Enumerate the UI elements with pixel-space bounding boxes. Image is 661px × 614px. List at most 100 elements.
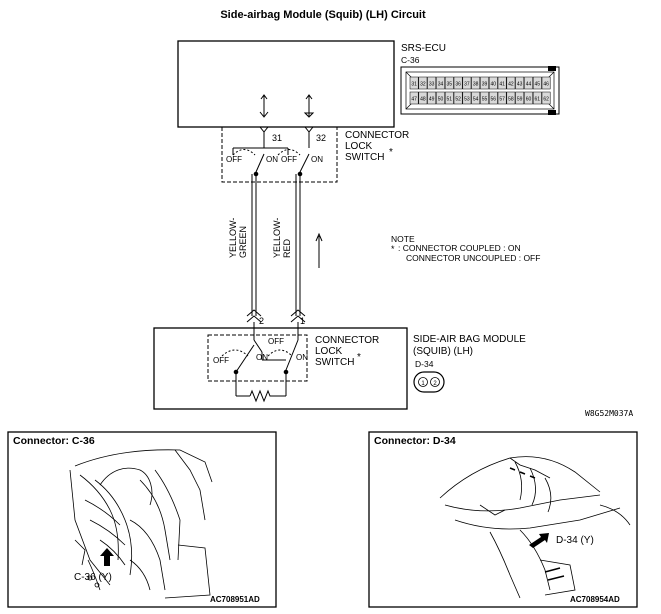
- connector-c36-panel: [7, 431, 277, 608]
- svg-text:YELLOW-: YELLOW-: [228, 218, 238, 258]
- connector-d34-title: Connector: D-34: [374, 435, 456, 447]
- ecu-pin-cell: [471, 91, 481, 105]
- ecu-pin-number: 55: [482, 97, 488, 103]
- ecu-pin-cell: [436, 76, 445, 90]
- wire-color-right: YELLOW- RED: [272, 218, 292, 258]
- ecu-pin-number: 49: [429, 97, 435, 103]
- lower-on-left: ON: [256, 353, 268, 362]
- svg-text:SIDE-AIR BAG MODULE: SIDE-AIR BAG MODULE: [413, 334, 526, 345]
- ecu-pin-number: 37: [464, 82, 470, 88]
- ecu-pin-number: 57: [499, 97, 505, 103]
- ecu-pin-cell: [462, 76, 472, 90]
- upper-switch-box: [221, 126, 338, 183]
- svg-text:NOTE: NOTE: [391, 234, 415, 244]
- ecu-pin-cell: [524, 76, 533, 90]
- c36-arrow-icon: [100, 548, 114, 566]
- ecu-pin-number: 33: [429, 82, 435, 88]
- ecu-pin-number: 60: [526, 97, 532, 103]
- ecu-pin-cell: [427, 91, 437, 105]
- ecu-pin-cell: [453, 76, 463, 90]
- module-connector-face: 1 2: [413, 371, 445, 393]
- d34-figure-code: AC708954AD: [570, 595, 620, 604]
- srs-ecu-label: SRS-ECU: [401, 43, 446, 54]
- svg-text:LOCK: LOCK: [345, 141, 373, 152]
- svg-text:LOCK: LOCK: [315, 346, 343, 357]
- ecu-pin-number: 46: [543, 82, 549, 88]
- ecu-pin-number: 41: [499, 82, 505, 88]
- note-block: NOTE * : CONNECTOR COUPLED : ON CONNECTO…: [391, 234, 540, 263]
- d34-callout: D-34 (Y): [556, 535, 594, 546]
- ecu-pin-number: 59: [517, 97, 523, 103]
- ecu-pin-cell: [515, 76, 525, 90]
- svg-text:2: 2: [433, 381, 437, 387]
- ecu-pin-number: 43: [517, 82, 523, 88]
- ecu-pin-cell: [409, 91, 419, 105]
- ecu-pin-cell: [462, 91, 472, 105]
- ecu-pin-cell: [471, 76, 481, 90]
- srs-ecu-box: [177, 40, 395, 128]
- ecu-pin-number: 34: [438, 82, 444, 88]
- ecu-pin-number: 51: [447, 97, 453, 103]
- connector-c36-title: Connector: C-36: [13, 435, 95, 447]
- ecu-pin-cell: [480, 76, 489, 90]
- ecu-pin-cell: [453, 91, 463, 105]
- ecu-pin-cell: [541, 76, 551, 90]
- lower-switch-label: CONNECTOR LOCK SWITCH *: [315, 335, 379, 368]
- ecu-pin-cell: [480, 91, 489, 105]
- connector-d34-panel: [368, 431, 638, 608]
- ecu-pin-number: 48: [420, 97, 426, 103]
- module-label: SIDE-AIR BAG MODULE (SQUIB) (LH): [413, 334, 526, 357]
- ecu-pin-cell: [488, 91, 498, 105]
- pin-32-label: 32: [316, 133, 326, 143]
- ecu-pin-number: 35: [447, 82, 453, 88]
- pin-2-label: 2: [259, 316, 264, 326]
- upper-switch-contacts: [232, 132, 310, 173]
- ecu-pin-number: 44: [526, 82, 532, 88]
- lower-off-right: OFF: [268, 337, 284, 346]
- wire-harness: [246, 171, 323, 328]
- pin-1-label: 1: [300, 316, 305, 326]
- ecu-pin-cell: [506, 91, 516, 105]
- svg-text:1: 1: [421, 381, 425, 387]
- svg-text:*: *: [391, 244, 395, 254]
- c36-figure-code: AC708951AD: [210, 595, 260, 604]
- ecu-connector-id: C-36: [401, 55, 420, 65]
- svg-text:YELLOW-: YELLOW-: [272, 218, 282, 258]
- lower-on-right: ON: [296, 353, 308, 362]
- diagram-title: Side-airbag Module (Squib) (LH) Circuit: [220, 9, 426, 21]
- d34-arrow-icon: [529, 533, 549, 548]
- ecu-pin-cell: [436, 91, 445, 105]
- ecu-pin-cell: [532, 76, 542, 90]
- svg-text:CONNECTOR: CONNECTOR: [345, 130, 409, 141]
- upper-on-right: ON: [311, 155, 323, 164]
- c36-callout: C-36 (Y): [74, 572, 112, 583]
- svg-text:SWITCH: SWITCH: [315, 357, 354, 368]
- dashboard-illustration: [69, 449, 213, 599]
- ecu-pin-number: 50: [438, 97, 444, 103]
- svg-text:CONNECTOR UNCOUPLED : OFF: CONNECTOR UNCOUPLED : OFF: [406, 253, 540, 263]
- pin-31-label: 31: [272, 133, 282, 143]
- ecu-pin-cell: [497, 91, 507, 105]
- svg-text:CONNECTOR: CONNECTOR: [315, 335, 379, 346]
- ecu-pin-cell: [541, 91, 551, 105]
- ecu-pin-number: 42: [508, 82, 514, 88]
- ecu-pin-cell: [497, 76, 507, 90]
- ecu-pin-cell: [444, 91, 454, 105]
- ecu-pin-number: 38: [473, 82, 479, 88]
- ecu-pin-cell: [488, 76, 498, 90]
- side-airbag-module-box: [153, 327, 408, 410]
- ecu-pin-number: 36: [455, 82, 461, 88]
- lower-switch-box: [207, 334, 308, 382]
- ecu-pin-number: 61: [535, 97, 541, 103]
- ecu-pin-cell: [524, 91, 533, 105]
- seat-illustration: [439, 456, 631, 599]
- diagram-code: W8G52M037A: [585, 409, 633, 418]
- upper-switch-label: CONNECTOR LOCK SWITCH *: [345, 130, 409, 163]
- module-connector-id: D-34: [415, 359, 434, 369]
- svg-text:*: *: [357, 352, 361, 363]
- ecu-pin-number: 45: [535, 82, 541, 88]
- ecu-pin-number: 39: [482, 82, 488, 88]
- ecu-pin-number: 56: [491, 97, 497, 103]
